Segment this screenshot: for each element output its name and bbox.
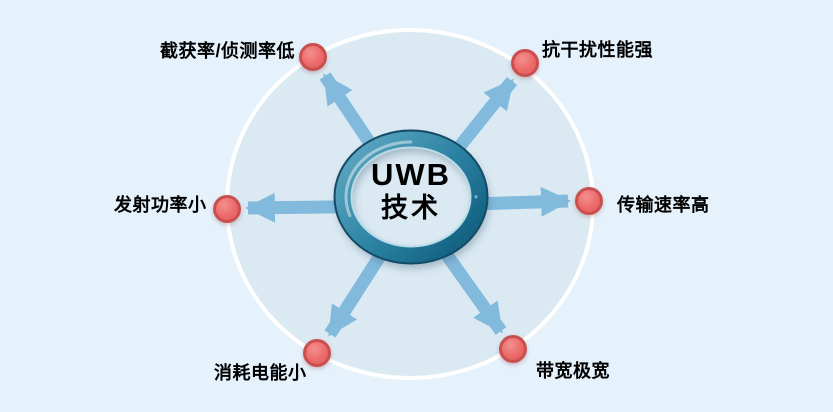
feature-dot-intercept-detection-low — [299, 43, 327, 71]
feature-label-transmission-rate-high: 传输速率高 — [617, 195, 710, 215]
feature-label-anti-interference-strong: 抗干扰性能强 — [542, 40, 653, 60]
center-ring — [333, 129, 489, 265]
feature-dot-transmit-power-low — [213, 195, 241, 223]
feature-dot-transmission-rate-high — [575, 187, 603, 215]
feature-dot-bandwidth-wide — [499, 335, 527, 363]
feature-dot-anti-interference-strong — [511, 49, 539, 77]
feature-dot-power-consumption-low — [303, 339, 331, 367]
feature-label-power-consumption-low: 消耗电能小 — [214, 363, 307, 383]
feature-label-bandwidth-wide: 带宽极宽 — [536, 361, 610, 381]
feature-label-intercept-detection-low: 截获率/侦测率低 — [160, 41, 296, 61]
feature-label-transmit-power-low: 发射功率小 — [114, 195, 207, 215]
